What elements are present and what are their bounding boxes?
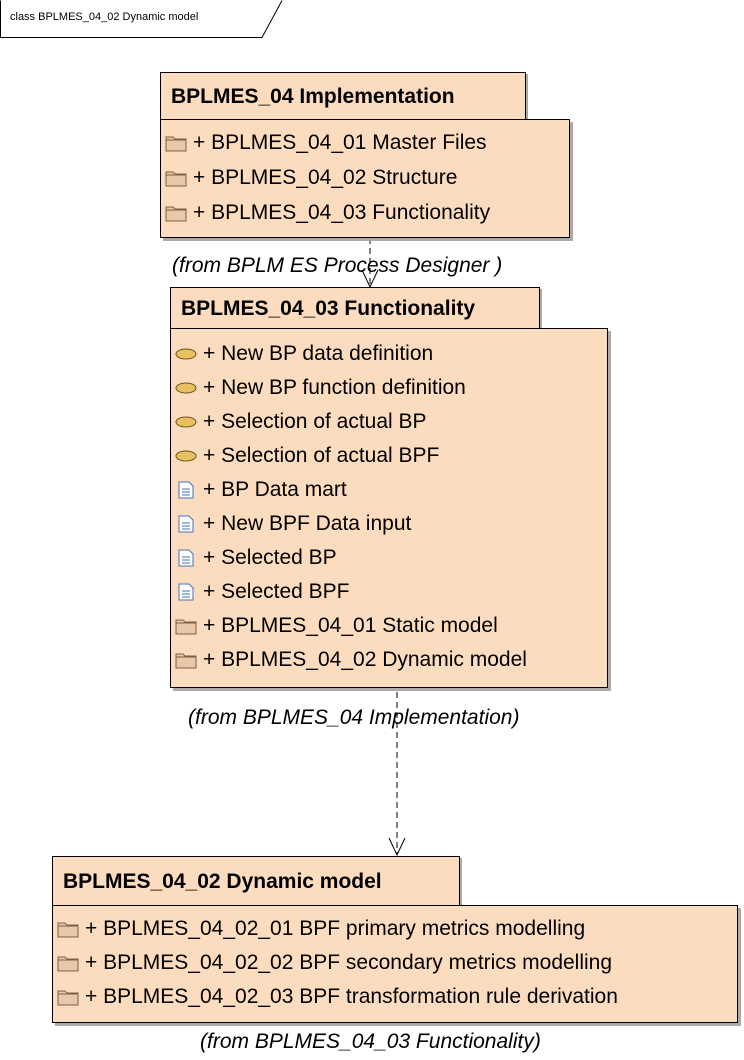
- member-label: + New BP data definition: [203, 342, 434, 365]
- package-tab: BPLMES_04 Implementation: [160, 72, 526, 120]
- package-folder-icon: [165, 134, 187, 152]
- package-body: + BPLMES_04_01 Master Files + BPLMES_04_…: [160, 119, 570, 238]
- package-member[interactable]: + New BPF Data input: [175, 509, 411, 539]
- member-label: + BPLMES_04_02 Dynamic model: [203, 648, 527, 671]
- document-icon: [175, 583, 197, 601]
- package-member[interactable]: + Selected BPF: [175, 577, 350, 607]
- member-label: + Selection of actual BP: [203, 410, 427, 433]
- member-label: + BPLMES_04_02_02 BPF secondary metrics …: [85, 951, 613, 974]
- package-member[interactable]: + BPLMES_04_02 Dynamic model: [175, 645, 527, 675]
- package-folder-icon: [57, 954, 79, 972]
- member-label: + BPLMES_04_03 Functionality: [193, 201, 491, 224]
- document-icon: [175, 515, 197, 533]
- package-folder-icon: [57, 920, 79, 938]
- package-member[interactable]: + BPLMES_04_02_02 BPF secondary metrics …: [57, 948, 612, 978]
- package-member[interactable]: + Selected BP: [175, 543, 337, 573]
- package-member[interactable]: + BPLMES_04_02 Structure: [165, 163, 457, 193]
- package-member[interactable]: + BPLMES_04_01 Static model: [175, 611, 498, 641]
- package-folder-icon: [175, 617, 197, 635]
- package-member[interactable]: + New BP function definition: [175, 373, 466, 403]
- member-label: + New BP function definition: [203, 376, 466, 399]
- member-label: + Selected BP: [203, 546, 337, 569]
- package-origin-note: (from BPLMES_04 Implementation): [188, 706, 520, 729]
- use-case-icon: [175, 413, 197, 431]
- package-folder-icon: [165, 169, 187, 187]
- member-label: + BP Data mart: [203, 478, 347, 501]
- package-title: BPLMES_04 Implementation: [171, 85, 455, 108]
- use-case-icon: [175, 447, 197, 465]
- package-folder-icon: [165, 204, 187, 222]
- package-body: + New BP data definition + New BP functi…: [170, 328, 608, 688]
- member-label: + New BPF Data input: [203, 512, 412, 535]
- package-tab: BPLMES_04_02 Dynamic model: [52, 856, 460, 906]
- frame-label: class BPLMES_04_02 Dynamic model: [10, 11, 199, 23]
- dependency-arrowhead-2: [388, 837, 406, 857]
- member-label: + BPLMES_04_02_01 BPF primary metrics mo…: [85, 917, 586, 940]
- package-title: BPLMES_04_02 Dynamic model: [63, 870, 382, 893]
- package-tab: BPLMES_04_03 Functionality: [170, 287, 540, 329]
- package-member[interactable]: + BPLMES_04_03 Functionality: [165, 198, 490, 228]
- package-title: BPLMES_04_03 Functionality: [181, 297, 476, 320]
- package-member[interactable]: + BPLMES_04_01 Master Files: [165, 128, 487, 158]
- package-member[interactable]: + New BP data definition: [175, 339, 433, 369]
- package-member[interactable]: + Selection of actual BP: [175, 407, 427, 437]
- package-member[interactable]: + Selection of actual BPF: [175, 441, 439, 471]
- package-origin-note: (from BPLMES_04_03 Functionality): [200, 1030, 541, 1053]
- document-icon: [175, 481, 197, 499]
- package-folder-icon: [57, 988, 79, 1006]
- member-label: + BPLMES_04_01 Master Files: [193, 131, 487, 154]
- package-member[interactable]: + BPLMES_04_02_03 BPF transformation rul…: [57, 982, 618, 1012]
- package-origin-note: (from BPLM ES Process Designer ): [172, 254, 503, 277]
- package-member[interactable]: + BPLMES_04_02_01 BPF primary metrics mo…: [57, 914, 585, 944]
- member-label: + BPLMES_04_02_03 BPF transformation rul…: [85, 985, 618, 1008]
- package-folder-icon: [175, 651, 197, 669]
- frame-tab-outline: [0, 0, 283, 38]
- document-icon: [175, 549, 197, 567]
- member-label: + Selection of actual BPF: [203, 444, 440, 467]
- use-case-icon: [175, 345, 197, 363]
- member-label: + BPLMES_04_01 Static model: [203, 614, 498, 637]
- package-body: + BPLMES_04_02_01 BPF primary metrics mo…: [52, 905, 738, 1023]
- package-member[interactable]: + BP Data mart: [175, 475, 347, 505]
- member-label: + Selected BPF: [203, 580, 350, 603]
- member-label: + BPLMES_04_02 Structure: [193, 166, 458, 189]
- use-case-icon: [175, 379, 197, 397]
